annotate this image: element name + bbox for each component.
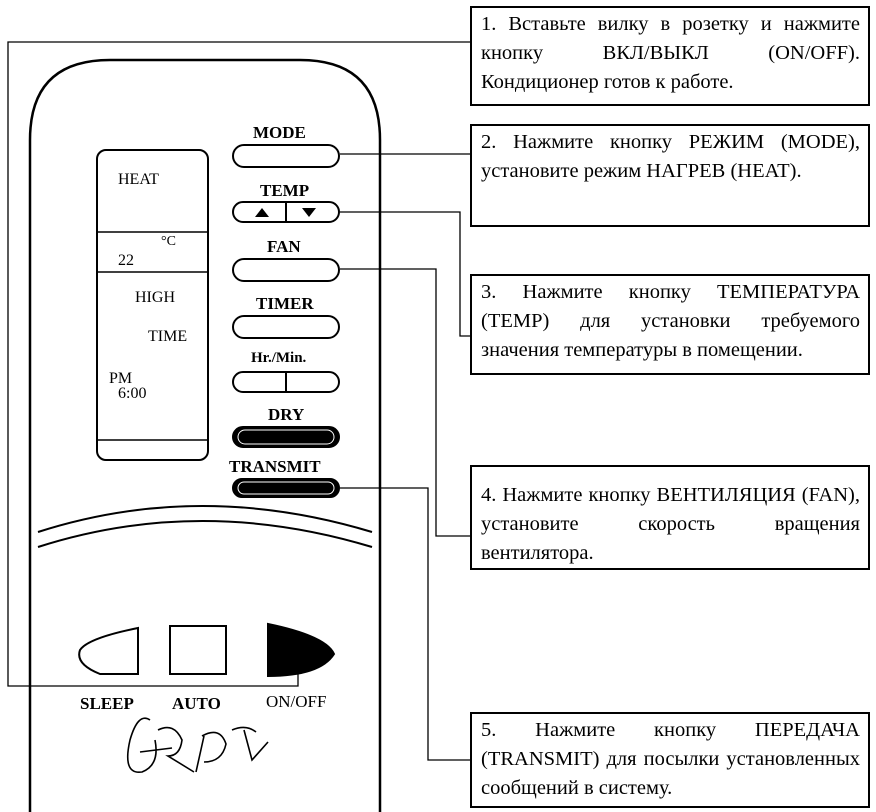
dry-button[interactable] <box>232 426 340 448</box>
onoff-label: ON/OFF <box>266 692 327 711</box>
display-temperature: 22 <box>118 252 134 269</box>
leader-line <box>340 487 470 761</box>
mode-label: MODE <box>253 123 306 142</box>
leader-line <box>340 211 470 337</box>
display-ampm: PM <box>109 370 133 387</box>
auto-label: AUTO <box>172 694 221 713</box>
sleep-label: SLEEP <box>80 694 134 713</box>
timer-button[interactable] <box>232 315 340 339</box>
lcd-display <box>96 149 209 461</box>
callout-step-2: 2. Нажмите кнопку РЕЖИМ (MODE), установи… <box>470 124 870 227</box>
signature <box>126 717 269 773</box>
fan-button[interactable] <box>232 258 340 282</box>
display-clock: 6:00 <box>118 385 147 402</box>
remote-body <box>28 58 382 812</box>
mode-button[interactable] <box>232 144 340 168</box>
onoff-button[interactable] <box>267 622 336 678</box>
temp-down-icon <box>302 208 316 217</box>
display-mode: HEAT <box>118 171 159 188</box>
temp-label: TEMP <box>260 181 310 200</box>
display-unit: °C <box>161 234 176 249</box>
fan-label: FAN <box>267 237 301 256</box>
leader-line <box>7 41 470 687</box>
dry-label: DRY <box>268 405 305 424</box>
separator-arc <box>37 520 373 548</box>
temp-up-icon <box>255 208 269 217</box>
transmit-label: TRANSMIT <box>229 457 321 476</box>
hrmin-label: Hr./Min. <box>251 350 307 366</box>
auto-button[interactable] <box>169 625 227 675</box>
separator-arc <box>37 505 373 533</box>
timer-label: TIMER <box>256 294 314 313</box>
transmit-button[interactable] <box>232 478 340 498</box>
display-time-label: TIME <box>148 328 188 345</box>
callout-step-5: 5. Нажмите кнопку ПЕРЕДАЧА (TRANSMIT) дл… <box>470 712 870 808</box>
callout-step-4: 4. Нажмите кнопку ВЕНТИЛЯЦИЯ (FAN), уста… <box>470 465 870 570</box>
callout-step-1: 1. Вставьте вилку в розетку и нажмите кн… <box>470 6 870 106</box>
sleep-button[interactable] <box>78 626 139 675</box>
display-fan-speed: HIGH <box>135 289 175 306</box>
leader-line <box>340 268 470 537</box>
callout-step-3: 3. Нажмите кнопку ТЕМПЕРАТУРА (TEMP) для… <box>470 274 870 375</box>
